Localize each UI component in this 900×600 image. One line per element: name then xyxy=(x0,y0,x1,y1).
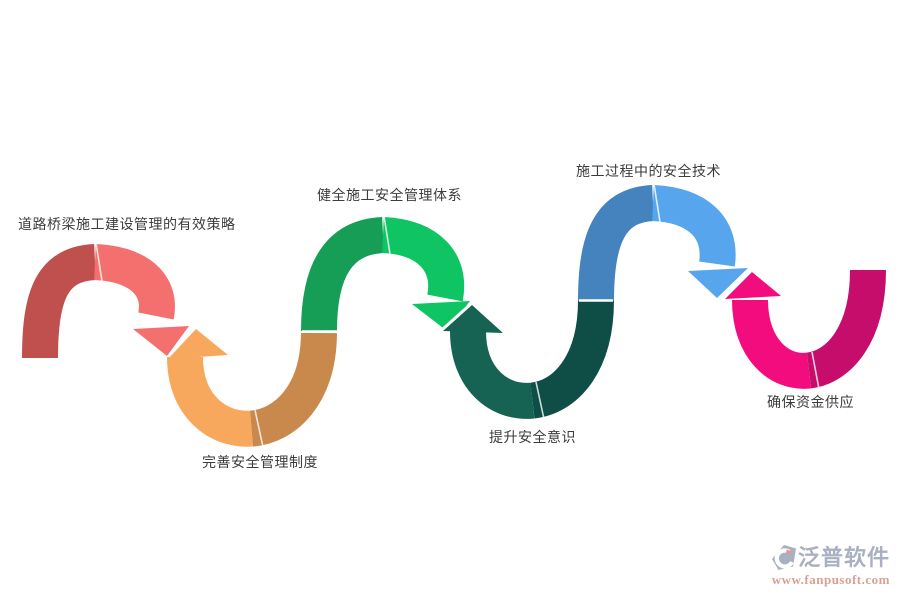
step-label-3: 健全施工安全管理体系 xyxy=(317,187,462,203)
step-label-4: 提升安全意识 xyxy=(489,429,576,445)
teal-nadir-seam xyxy=(535,381,545,420)
step-label-1: 道路桥梁施工建设管理的有效策略 xyxy=(18,216,236,232)
teal-up-arrowhead-icon xyxy=(443,305,503,333)
pink-nadir-seam xyxy=(811,351,820,390)
ribbon-arch-green xyxy=(301,215,470,333)
ribbon-arch-blue xyxy=(578,183,748,302)
green-arch-dark-half xyxy=(301,217,385,332)
pink-u-dark-half xyxy=(805,269,886,389)
pink-u-light-half xyxy=(732,299,812,389)
orange-u-light-half xyxy=(167,356,253,447)
blue-arch-light-half xyxy=(651,185,736,267)
step-label-5: 施工过程中的安全技术 xyxy=(576,163,721,179)
vendor-brand-name: 泛普软件 xyxy=(797,544,890,570)
blue-apex-seam xyxy=(653,183,661,223)
green-down-arrowhead-icon xyxy=(412,301,470,331)
orange-up-arrowhead-icon xyxy=(168,329,228,359)
green-arch-light-half xyxy=(381,217,465,302)
red-down-arrowhead-icon xyxy=(133,326,189,356)
step-label-2: 完善安全管理制度 xyxy=(202,454,318,470)
fanpu-logo-icon xyxy=(771,545,796,570)
teal-u-light-half xyxy=(450,330,535,419)
ribbon-u-orange xyxy=(164,326,340,450)
green-apex-seam xyxy=(383,215,391,255)
blue-down-arrowhead-icon xyxy=(688,268,748,298)
vendor-url: www.fanpusoft.com xyxy=(771,572,890,587)
step-label-6: 确保资金供应 xyxy=(767,394,854,410)
teal-u-dark-half xyxy=(529,299,614,419)
ribbon-u-teal xyxy=(440,299,617,422)
blue-arch-dark-half xyxy=(578,185,655,302)
red-arch-light-half xyxy=(93,244,175,320)
orange-nadir-seam xyxy=(254,409,264,448)
pink-up-arrowhead-icon xyxy=(725,272,781,299)
ribbon-arch-red xyxy=(22,242,189,359)
ribbon-u-pink xyxy=(722,269,889,392)
vendor-watermark: 泛普软件 www.fanpusoft.com xyxy=(740,545,890,588)
red-arch-dark-half xyxy=(22,244,97,359)
red-apex-seam xyxy=(95,242,103,282)
orange-u-dark-half xyxy=(248,332,337,447)
